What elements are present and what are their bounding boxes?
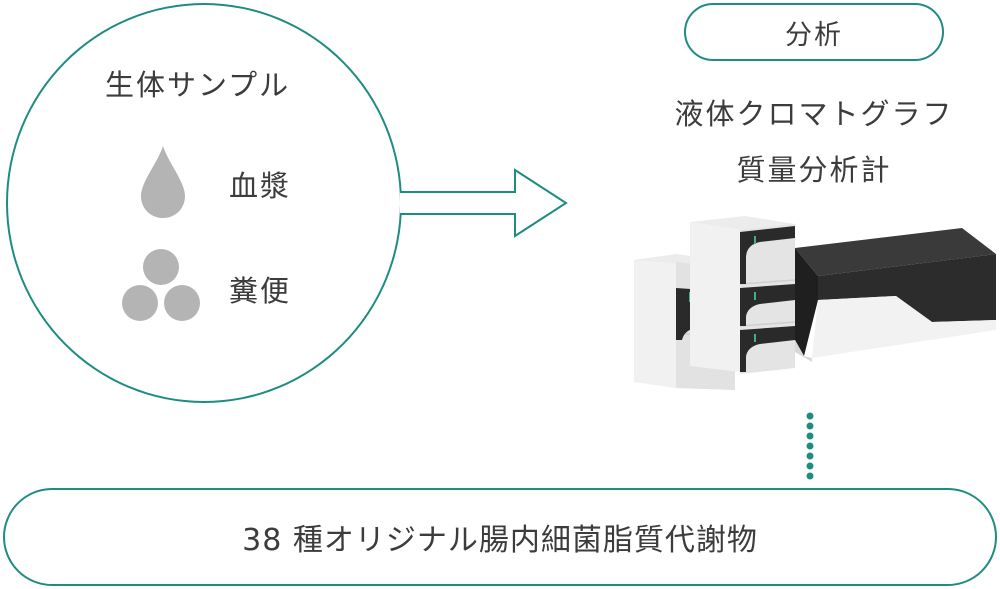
sample-circle — [6, 3, 402, 403]
sample-title: 生体サンプル — [105, 68, 291, 102]
droplet-icon — [141, 146, 185, 218]
analysis-badge-label: 分析 — [785, 19, 843, 51]
instrument-name-line2: 質量分析計 — [736, 153, 892, 187]
sample-item-feces: 糞便 — [229, 274, 292, 308]
three-circles-icon — [122, 249, 200, 321]
result-pill: 38 種オリジナル腸内細菌脂質代謝物 — [3, 488, 997, 586]
result-label: 38 種オリジナル腸内細菌脂質代謝物 — [242, 523, 758, 558]
analysis-badge: 分析 — [684, 3, 944, 61]
sample-item-plasma: 血漿 — [229, 169, 292, 203]
instrument-name-line1: 液体クロマトグラフ — [674, 97, 954, 131]
